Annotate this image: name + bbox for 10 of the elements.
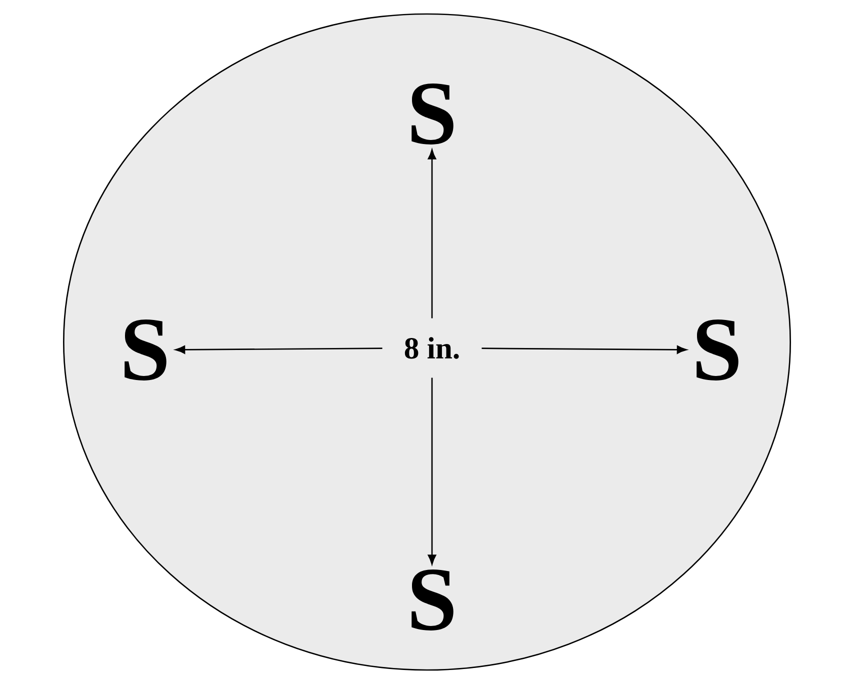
arrow xyxy=(428,378,436,565)
letter-label: S xyxy=(124,320,166,380)
arrow xyxy=(428,149,436,318)
letter-label: S xyxy=(412,570,454,630)
oval-shape xyxy=(63,13,791,671)
arrow xyxy=(482,346,687,354)
measurement-label: 8 in. xyxy=(404,337,459,359)
letter-label: S xyxy=(412,84,454,144)
letter-label: S xyxy=(696,320,738,380)
arrow xyxy=(175,346,382,354)
